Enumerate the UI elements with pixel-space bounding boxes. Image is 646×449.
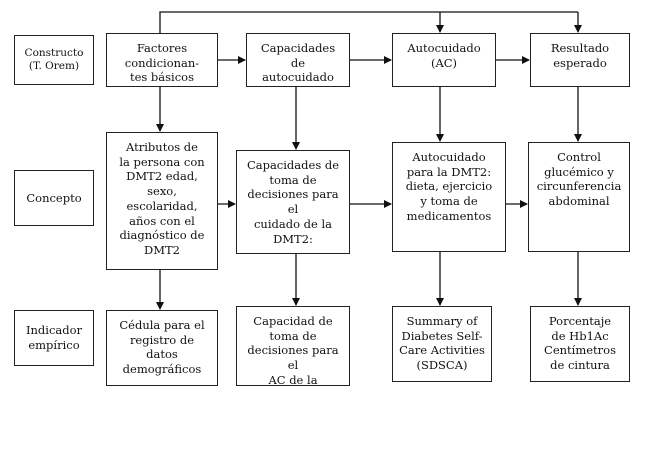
indicator-capacidad-text: Capacidad de toma de decisiones para el … bbox=[247, 314, 339, 387]
row-label-concepto: Concepto bbox=[14, 170, 94, 226]
construct-capacidades-text: Capacidades de autocuidado bbox=[260, 41, 336, 85]
indicator-capacidad: Capacidad de toma de decisiones para el … bbox=[236, 306, 350, 387]
row-label-indicador: Indicador empírico bbox=[14, 310, 94, 366]
row-label-indicador-text: Indicador empírico bbox=[25, 323, 83, 352]
concept-capacidades-text: Capacidades de toma de decisiones para e… bbox=[246, 158, 340, 246]
construct-autocuidado: Autocuidado (AC) bbox=[392, 33, 496, 87]
concept-atributos-text: Atributos de la persona con DMT2 edad, s… bbox=[119, 140, 205, 258]
indicator-sdsca: Summary of Diabetes Self- Care Activitie… bbox=[392, 306, 492, 382]
construct-capacidades: Capacidades de autocuidado bbox=[246, 33, 350, 87]
concept-capacidades: Capacidades de toma de decisiones para e… bbox=[236, 150, 350, 254]
indicator-porcentaje: Porcentaje de Hb1Ac Centímetros de cintu… bbox=[530, 306, 630, 382]
concept-control-text: Control glucémico y circunferencia abdom… bbox=[536, 150, 622, 209]
indicator-porcentaje-text: Porcentaje de Hb1Ac Centímetros de cintu… bbox=[544, 314, 616, 373]
concept-autocuidado: Autocuidado para la DMT2: dieta, ejercic… bbox=[392, 142, 506, 252]
row-label-constructo-text: Constructo (T. Orem) bbox=[24, 46, 84, 72]
concept-autocuidado-text: Autocuidado para la DMT2: dieta, ejercic… bbox=[405, 150, 493, 223]
row-label-concepto-text: Concepto bbox=[26, 190, 82, 205]
concept-atributos: Atributos de la persona con DMT2 edad, s… bbox=[106, 132, 218, 270]
construct-resultado: Resultado esperado bbox=[530, 33, 630, 87]
indicator-cedula-text: Cédula para el registro de datos demográ… bbox=[119, 318, 205, 377]
arrow-bracket-top bbox=[159, 11, 578, 33]
indicator-sdsca-text: Summary of Diabetes Self- Care Activitie… bbox=[399, 314, 485, 373]
construct-factores-text: Factores condicionan- tes básicos bbox=[124, 41, 200, 85]
row-label-constructo: Constructo (T. Orem) bbox=[14, 35, 94, 85]
indicator-cedula: Cédula para el registro de datos demográ… bbox=[106, 310, 218, 386]
construct-factores: Factores condicionan- tes básicos bbox=[106, 33, 218, 87]
concept-control: Control glucémico y circunferencia abdom… bbox=[528, 142, 630, 252]
construct-resultado-text: Resultado esperado bbox=[550, 41, 610, 70]
construct-autocuidado-text: Autocuidado (AC) bbox=[407, 41, 481, 70]
